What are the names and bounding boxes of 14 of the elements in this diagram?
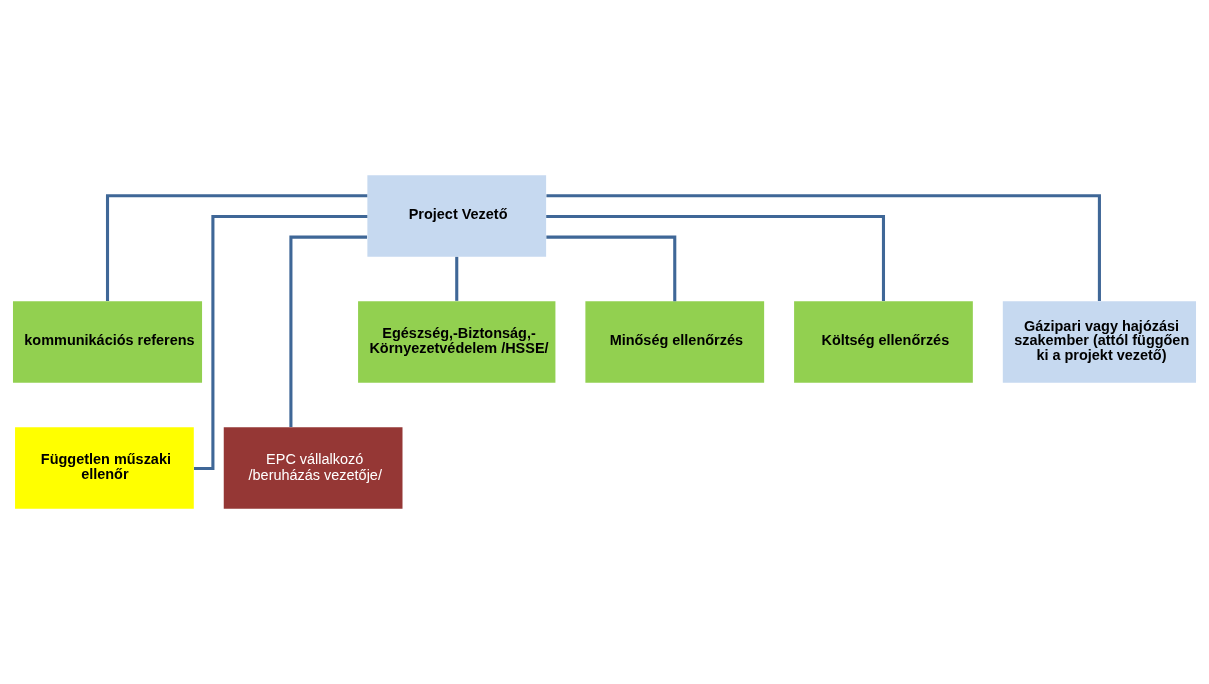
node-box: Project Vezető (367, 175, 547, 257)
connector (546, 235, 677, 302)
node-box: Minőség ellenőrzés (585, 301, 765, 383)
connector (455, 256, 459, 301)
connector (546, 194, 1101, 301)
node-box: EPC vállalkozó /beruházás vezetője/ (223, 427, 403, 509)
connector (289, 235, 368, 428)
node-box: Gázipari vagy hajózási szakember (attól függően ki a projekt vezető) (1002, 301, 1197, 383)
node-box: kommunikációs referens (12, 301, 203, 383)
node-box: Költség ellenőrzés (794, 301, 973, 383)
connector (546, 214, 885, 301)
node-box: Független műszaki ellenőr (15, 427, 194, 509)
node-box: Egészség,-Biztonság,- Környezetvédelem /HSSE/ (358, 301, 556, 383)
connector (105, 194, 368, 301)
